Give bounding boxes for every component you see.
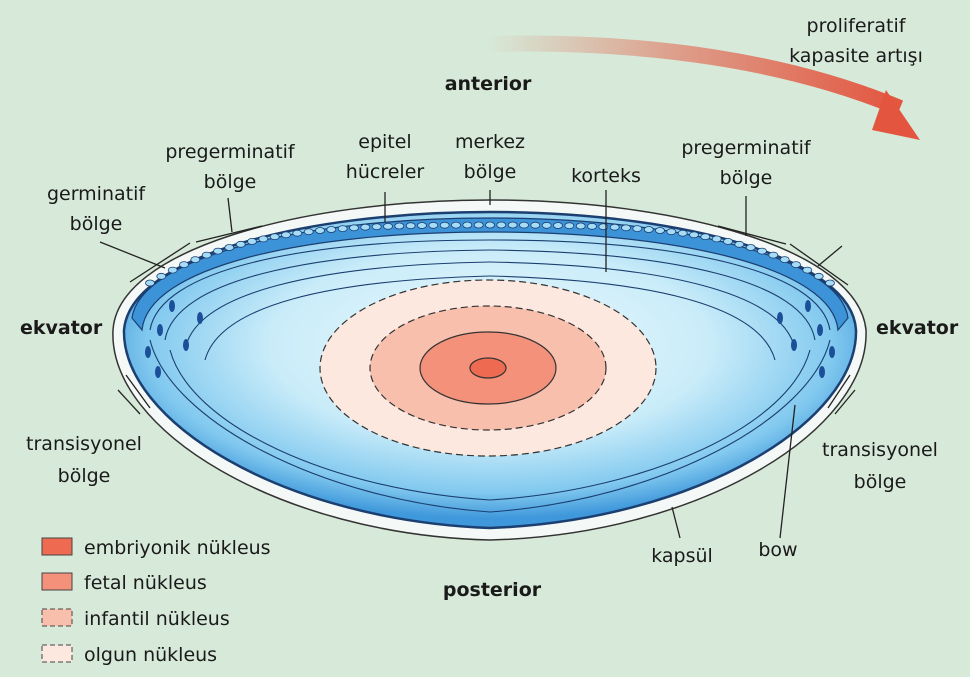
epithelial-cell — [486, 222, 495, 228]
epithelial-cell — [565, 223, 574, 229]
transisyonel-right-label-2: bölge — [854, 471, 907, 493]
posterior-label: posterior — [443, 579, 542, 601]
epithelial-cell — [735, 241, 744, 247]
epithelial-cell — [678, 230, 687, 236]
epithelial-cell — [746, 245, 755, 251]
legend-label-adult: olgun nükleus — [84, 644, 217, 666]
epithelial-cell — [361, 224, 370, 230]
epithelial-cell — [701, 234, 710, 240]
epithelial-cell — [690, 232, 699, 238]
epithelial-cell — [463, 222, 472, 228]
epithelial-cell — [576, 223, 585, 229]
pregerminatif-right-label-2: bölge — [720, 167, 773, 189]
ekvator-left-label: ekvator — [20, 317, 103, 339]
legend: embriyonik nükleus fetal nükleus infanti… — [42, 537, 271, 666]
epithelial-cell — [429, 222, 438, 228]
epithelial-cell — [508, 222, 517, 228]
epithelial-cell — [406, 223, 415, 229]
legend-label-infantile: infantil nükleus — [84, 608, 230, 630]
germinatif-label-2: bölge — [70, 213, 123, 235]
epithelial-cell — [554, 223, 563, 229]
epithelial-cell — [724, 238, 733, 244]
legend-label-embryonic: embriyonik nükleus — [84, 537, 271, 559]
transisyonel-right-label-1: transisyonel — [822, 439, 938, 461]
epithelial-cell — [440, 222, 449, 228]
epithelial-cell — [814, 273, 823, 279]
epithelial-cell — [588, 223, 597, 229]
epithelial-cell — [304, 229, 313, 235]
proliferation-label-2: kapasite artışı — [789, 45, 923, 67]
ekvator-right-label: ekvator — [876, 317, 959, 339]
epithelial-cell — [282, 232, 291, 238]
epitel-label-1: epitel — [358, 131, 411, 153]
epithelial-cell — [157, 273, 166, 279]
epithelial-cell — [350, 225, 359, 231]
epithelial-cell — [644, 227, 653, 233]
epithelial-cell — [168, 267, 177, 273]
epithelial-cell — [327, 227, 336, 233]
epithelial-cell — [610, 224, 619, 230]
bow-label: bow — [758, 539, 797, 561]
epithelial-cell — [712, 236, 721, 242]
epithelial-cell — [316, 228, 325, 234]
legend-label-fetal: fetal nükleus — [84, 572, 207, 594]
epithelial-cell — [214, 248, 223, 254]
epithelial-cell — [384, 223, 393, 229]
epithelial-cell — [531, 222, 540, 228]
epithelial-cell — [667, 229, 676, 235]
epithelial-cell — [758, 248, 767, 254]
epithelial-cell — [418, 223, 427, 229]
epithelial-cell — [542, 222, 551, 228]
kapsul-label: kapsül — [651, 545, 713, 567]
epithelial-cell — [146, 280, 155, 286]
legend-swatch-fetal — [42, 573, 72, 590]
transisyonel-left-label-1: transisyonel — [26, 433, 142, 455]
merkez-label-2: bölge — [464, 161, 517, 183]
epithelial-cell — [191, 257, 200, 263]
epithelial-cell — [293, 230, 302, 236]
epithelial-cell — [180, 262, 189, 268]
epithelial-cell — [452, 222, 461, 228]
embryonic-nucleus — [470, 358, 506, 378]
epithelial-cell — [225, 245, 234, 251]
epithelial-cell — [202, 252, 211, 258]
anterior-label: anterior — [445, 73, 532, 95]
legend-swatch-embryonic — [42, 538, 72, 555]
epithelial-cell — [780, 257, 789, 263]
epitel-label-2: hücreler — [346, 161, 425, 183]
transisyonel-left-label-2: bölge — [58, 465, 111, 487]
merkez-label-1: merkez — [455, 131, 525, 153]
epithelial-cell — [622, 225, 631, 231]
pregerminatif-left-label-1: pregerminatif — [165, 141, 296, 163]
epithelial-cell — [259, 236, 268, 242]
legend-swatch-infantile — [42, 609, 72, 626]
epithelial-cell — [792, 262, 801, 268]
epithelial-cell — [769, 252, 778, 258]
legend-swatch-adult — [42, 645, 72, 662]
korteks-label: korteks — [571, 165, 641, 187]
pregerminatif-left-label-2: bölge — [204, 171, 257, 193]
epithelial-cell — [474, 222, 483, 228]
pregerminatif-right-label-1: pregerminatif — [681, 137, 812, 159]
epithelial-cell — [656, 228, 665, 234]
epithelial-cell — [633, 226, 642, 232]
epithelial-cell — [236, 241, 245, 247]
epithelial-cell — [372, 224, 381, 230]
epithelial-cell — [338, 226, 347, 232]
epithelial-cell — [497, 222, 506, 228]
germinatif-label-1: germinatif — [47, 183, 146, 205]
epithelial-cell — [520, 222, 529, 228]
epithelial-cell — [826, 280, 835, 286]
epithelial-cell — [248, 238, 257, 244]
epithelial-cell — [270, 234, 279, 240]
epithelial-cell — [803, 267, 812, 273]
proliferation-label-1: proliferatif — [807, 15, 907, 37]
epithelial-cell — [395, 223, 404, 229]
